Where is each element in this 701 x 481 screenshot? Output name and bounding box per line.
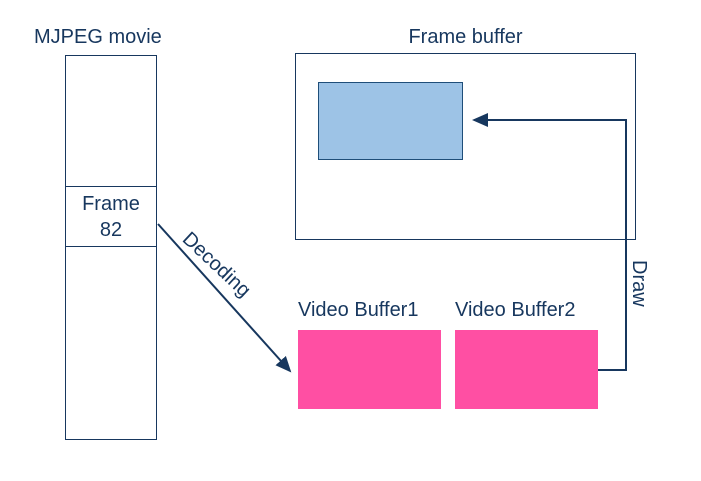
video-buffer1-rect: [298, 330, 441, 409]
frame-buffer-current-frame-rect: [318, 82, 463, 160]
frame-82-cell: Frame 82: [66, 187, 156, 247]
video-buffer2-label: Video Buffer2: [455, 299, 576, 321]
frame-buffer-label: Frame buffer: [408, 26, 523, 48]
video-buffer1-label: Video Buffer1: [298, 299, 419, 321]
draw-arrow-label: Draw: [628, 260, 650, 307]
mjpeg-movie-label: MJPEG movie: [34, 26, 162, 48]
decoding-arrow-label: Decoding: [177, 228, 255, 302]
frame-82-line2: 82: [99, 218, 123, 241]
film-strip-lower-segment: [66, 247, 156, 439]
frame-82-line1: Frame: [82, 192, 140, 215]
mjpeg-film-strip: Frame 82: [65, 55, 157, 440]
frame-buffer-box: [295, 53, 636, 240]
film-strip-upper-segment: [66, 56, 156, 187]
video-buffer2-rect: [455, 330, 598, 409]
